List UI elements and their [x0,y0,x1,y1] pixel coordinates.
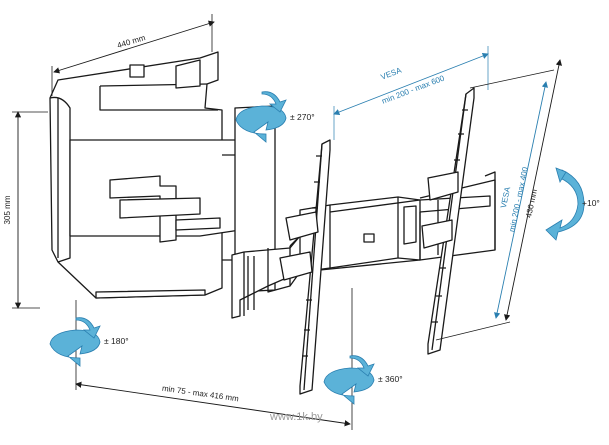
vesa-h-title: VESA [380,65,404,81]
vesa-v-extra: 430 mm [524,188,539,218]
rotation-tilt: +10° [545,167,600,241]
watermark: www.1k.by [269,411,323,423]
rotation-left-label: ± 180° [104,336,129,346]
rotate-360-icon [323,367,375,405]
tilt-icon [545,169,585,241]
vesa-rail-left [279,139,331,395]
swivel-270-icon [235,105,287,143]
rotation-tilt-label: +10° [582,198,600,208]
vesa-v-title: VESA [499,185,512,208]
rotation-bottom: ± 360° [323,355,403,405]
vesa-rail-right [421,87,475,355]
rotation-top-label: ± 270° [290,112,315,122]
rotation-bottom-label: ± 360° [378,374,403,384]
swivel-180-icon [49,329,101,367]
height-label: 305 mm [3,195,12,224]
dim-height: 305 mm [3,111,48,309]
rotation-left: ± 180° [49,317,129,367]
extension-label: min 75 - max 416 mm [161,384,239,404]
rotation-top: ± 270° [235,91,315,143]
